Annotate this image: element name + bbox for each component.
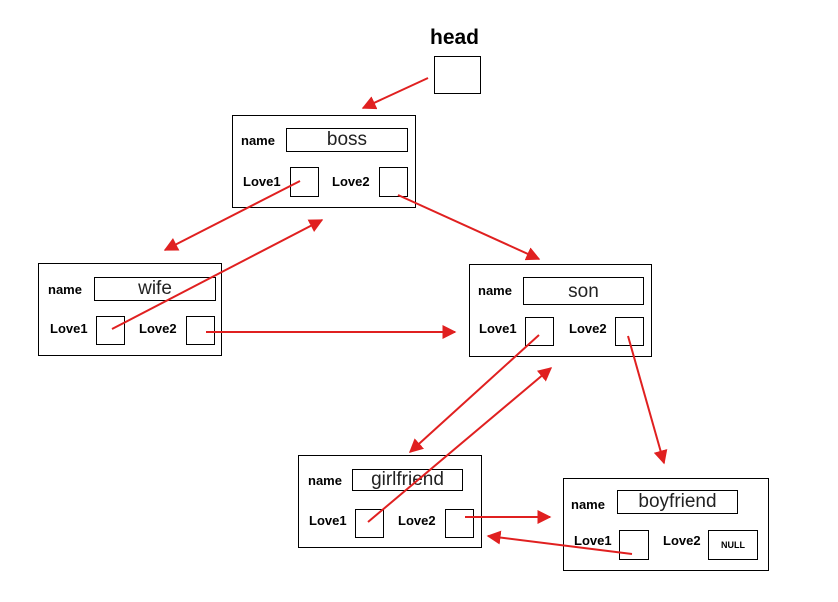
null-value-box: NULL	[708, 530, 758, 560]
head-label: head	[430, 26, 480, 49]
name-label: name	[308, 473, 342, 488]
node-boyfriend: name boyfriend Love1 Love2 NULL	[563, 478, 769, 571]
love2-pointer-box	[445, 509, 474, 538]
name-label: name	[48, 282, 82, 297]
head-pointer-box	[434, 56, 481, 94]
arrow-head-to-boss	[361, 77, 429, 110]
love1-pointer-box	[96, 316, 125, 345]
love1-label: Love1	[50, 321, 88, 336]
love2-label: Love2	[569, 321, 607, 336]
name-label: name	[478, 283, 512, 298]
node-son: name son Love1 Love2	[469, 264, 652, 357]
name-field: girlfriend	[352, 469, 463, 491]
love1-label: Love1	[309, 513, 347, 528]
name-field: boss	[286, 128, 408, 152]
love2-pointer-box	[186, 316, 215, 345]
love1-pointer-box	[290, 167, 319, 197]
name-label: name	[571, 497, 605, 512]
love1-label: Love1	[479, 321, 517, 336]
love1-pointer-box	[525, 317, 554, 346]
node-wife: name wife Love1 Love2	[38, 263, 222, 356]
name-field: wife	[94, 277, 216, 301]
love2-label: Love2	[398, 513, 436, 528]
love1-label: Love1	[243, 174, 281, 189]
name-field: boyfriend	[617, 490, 738, 514]
arrow-boss-love2-to-son	[397, 194, 541, 261]
love1-pointer-box	[619, 530, 649, 560]
node-boss: name boss Love1 Love2	[232, 115, 416, 208]
love1-pointer-box	[355, 509, 384, 538]
love2-label: Love2	[139, 321, 177, 336]
name-label: name	[241, 133, 275, 148]
node-girlfriend: name girlfriend Love1 Love2	[298, 455, 482, 548]
love1-label: Love1	[574, 533, 612, 548]
love2-pointer-box	[379, 167, 408, 197]
love2-pointer-box	[615, 317, 644, 346]
love2-label: Love2	[663, 533, 701, 548]
love2-label: Love2	[332, 174, 370, 189]
name-field: son	[523, 277, 644, 305]
